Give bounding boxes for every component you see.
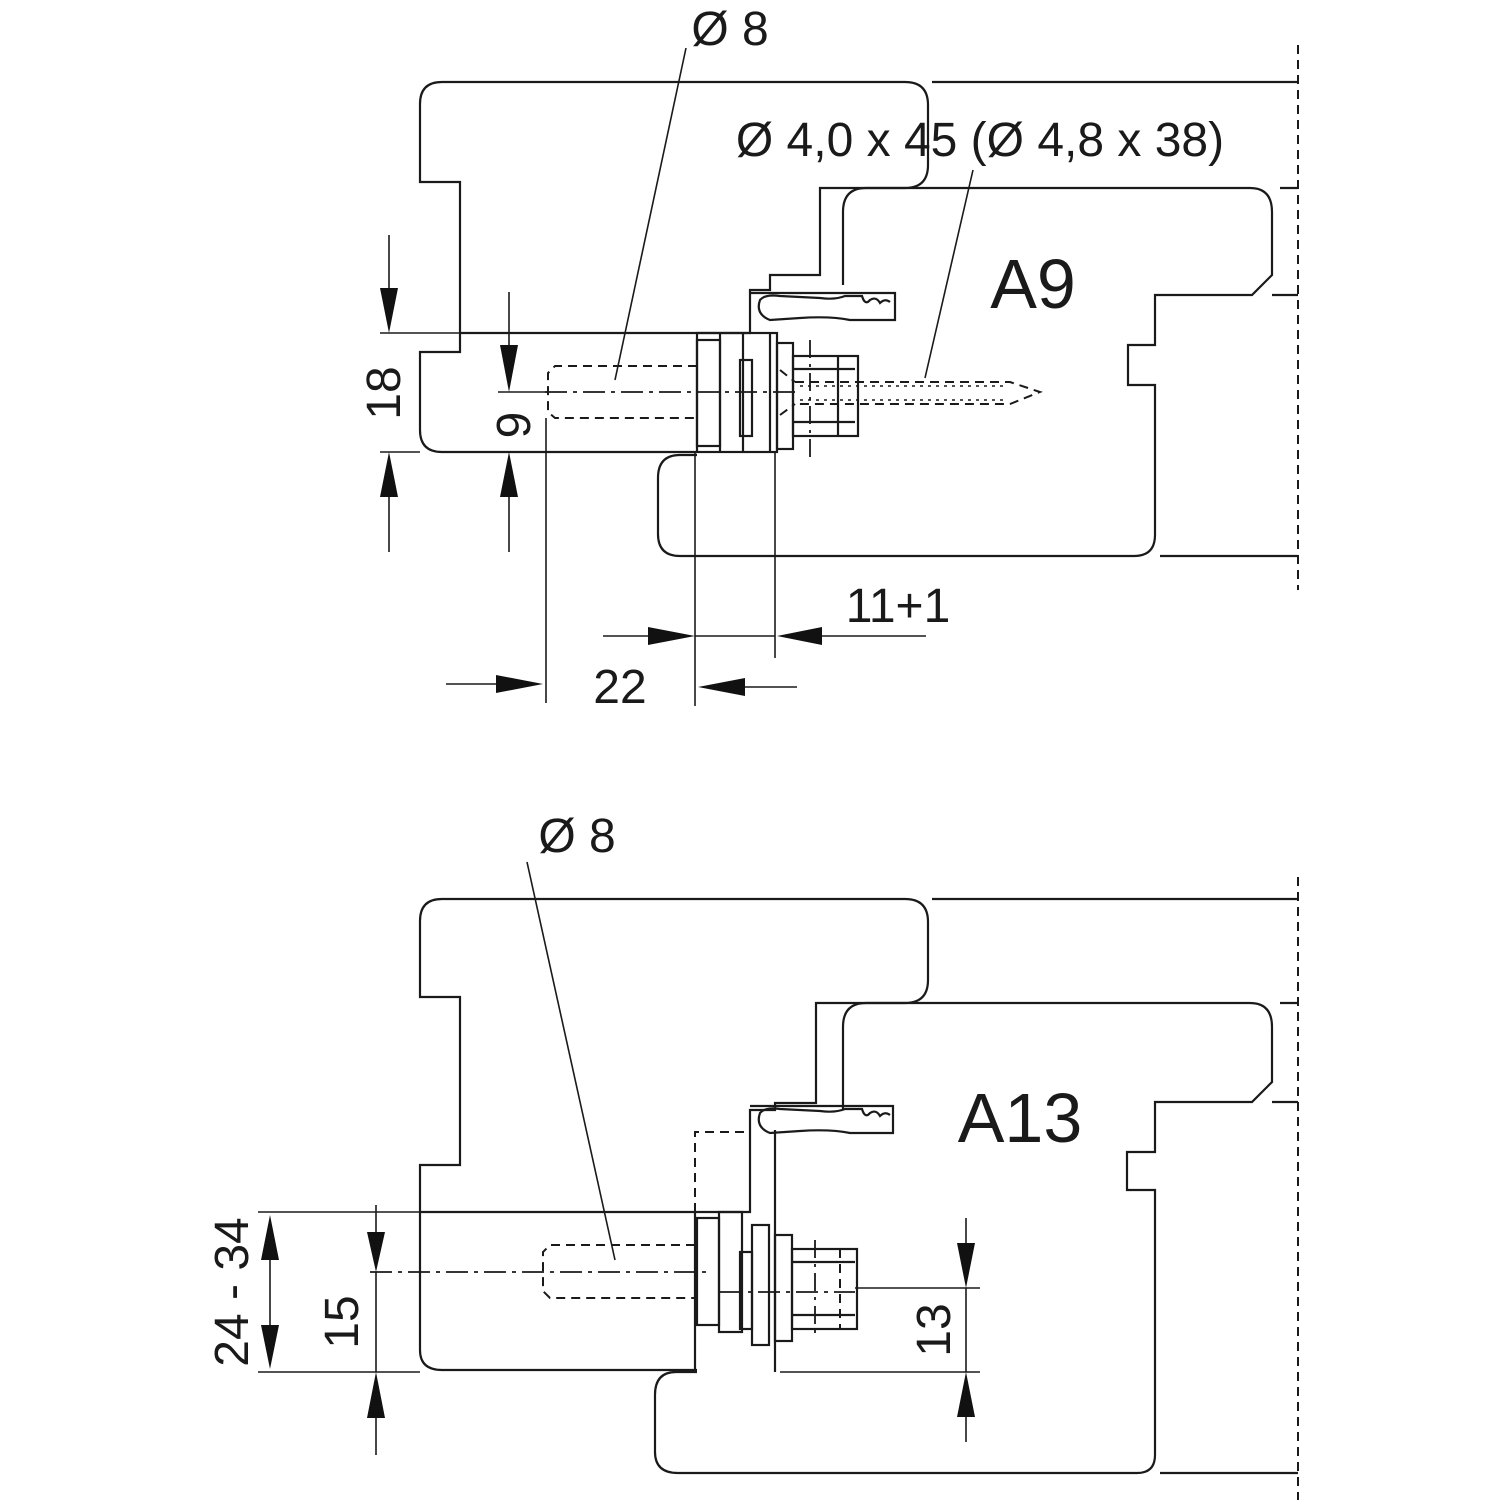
sash-profile-a13 xyxy=(653,1001,1274,1475)
screw-a9 xyxy=(779,369,1043,416)
drill-diameter-label-a9: Ø 8 xyxy=(691,3,768,56)
dim-22-label: 22 xyxy=(593,661,646,714)
dim-24-34-label: 24 - 34 xyxy=(206,1217,259,1366)
drill-diameter-label-a13: Ø 8 xyxy=(538,810,615,863)
hinge-body-a9 xyxy=(695,331,860,460)
profile-label-a9: A9 xyxy=(990,245,1076,323)
leader-drill-a9 xyxy=(614,47,687,381)
screw-spec-label: Ø 4,0 x 45 (Ø 4,8 x 38) xyxy=(736,114,1224,167)
dim-15-label: 15 xyxy=(316,1295,369,1348)
dim-18-label: 18 xyxy=(358,366,411,419)
dimension-9 xyxy=(498,292,548,552)
leader-screw-a9 xyxy=(924,169,974,379)
dimension-11-plus-1 xyxy=(603,627,926,645)
drawing-a13: 24 - 34 15 13 Ø 8 A13 xyxy=(206,810,1299,1500)
frame-profile-a13 xyxy=(418,897,930,1372)
dim-11-plus-1-label: 11+1 xyxy=(846,580,951,633)
dimension-18 xyxy=(380,235,460,552)
hinge-housing-outline-a13 xyxy=(694,1131,750,1212)
dimension-22 xyxy=(446,418,797,706)
dim-9-label: 9 xyxy=(488,412,541,439)
drill-hole-a13 xyxy=(542,1244,695,1299)
hinge-body-a13 xyxy=(693,1130,859,1372)
drawing-a9: 18 9 22 11+1 Ø 8 xyxy=(358,3,1299,714)
leader-drill-a13 xyxy=(526,861,616,1261)
sash-profile-a9 xyxy=(656,186,1274,558)
dim-13-label: 13 xyxy=(908,1303,961,1356)
dimension-13 xyxy=(780,1218,980,1442)
dimension-15 xyxy=(367,1205,385,1455)
profile-label-a13: A13 xyxy=(958,1079,1083,1157)
dimension-24-34 xyxy=(258,1211,420,1373)
seal-a9 xyxy=(750,291,897,322)
seal-a13 xyxy=(750,1104,895,1135)
